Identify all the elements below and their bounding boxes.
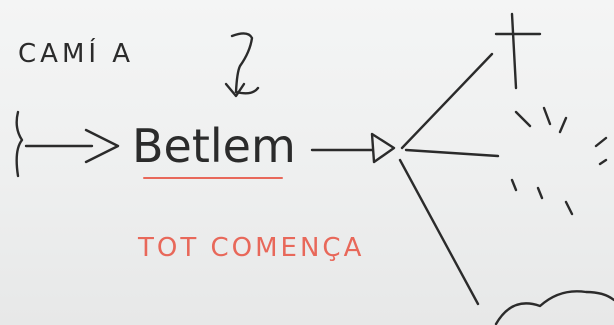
arrow-node-head	[370, 132, 396, 164]
branch-up	[400, 52, 494, 150]
branch-down	[398, 158, 480, 306]
scribble-arrow-down	[224, 32, 254, 98]
branch-middle	[404, 148, 500, 158]
red-caption: TOT COMENÇA	[137, 233, 364, 263]
sun-rays	[510, 106, 608, 216]
arrow-into-betlem	[24, 128, 120, 164]
scribble-curl	[234, 86, 260, 95]
word-betlem: Betlem	[132, 119, 296, 173]
label-cami-a: CAMÍ A	[18, 37, 134, 69]
cross-icon	[494, 12, 542, 90]
bottom-bumps	[494, 290, 614, 325]
left-brace	[15, 110, 24, 178]
